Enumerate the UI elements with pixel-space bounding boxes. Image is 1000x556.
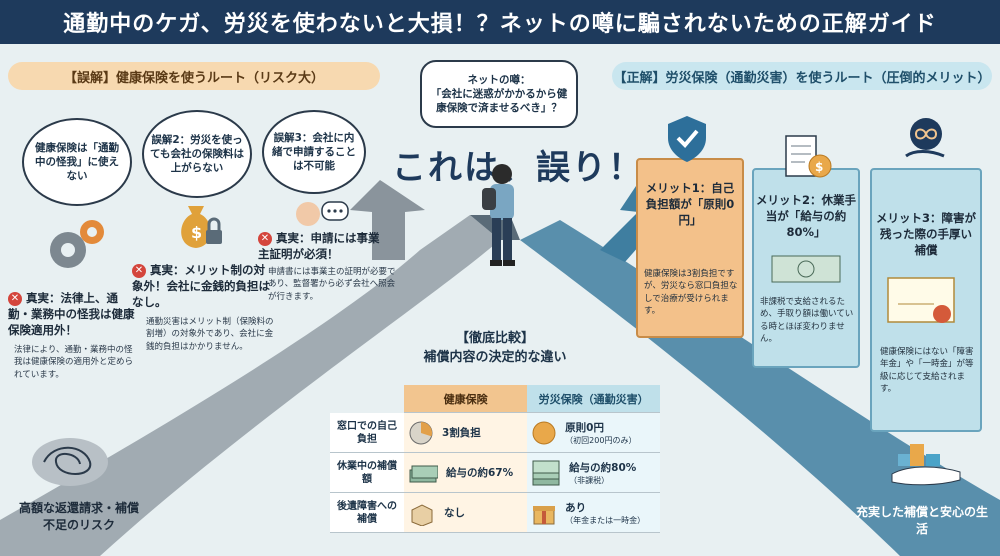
document-coin-icon: $ [785, 135, 832, 178]
page-title: 通勤中のケガ、労災を使わないと大損！？ネットの噂に騙されないための正解ガイド [0, 0, 1000, 44]
wrong-route-label: 【誤解】健康保険を使うルート（リスク大） [8, 62, 380, 90]
comparison-table: 健康保険 労災保険（通勤災害） 窓口での自己負担 3割負担 原則0円（初回200… [330, 385, 660, 533]
row-label: 後遺障害への補償 [330, 493, 404, 533]
row-label: 休業中の補償額 [330, 453, 404, 493]
merit-2-title: メリット2：休業手当が「給与の約80%」 [756, 193, 857, 240]
rumor-body: 「会社に迷惑がかかるから健康保険で済ませるべき」？ [430, 87, 568, 115]
truth-1: ✕真実：法律上、通勤・業務中の怪我は健康保険適用外！ [8, 290, 136, 338]
rumor-bubble: ネットの噂： 「会社に迷惑がかかるから健康保険で済ませるべき」？ [420, 60, 578, 128]
myth-bubble-2: 誤解2：労災を使っても会社の保険料は上がらない [142, 110, 252, 198]
right-result-label: 充実した補償と安心の生活 [855, 505, 988, 536]
truth-3-title: 真実：申請には事業主証明が必須！ [258, 231, 380, 262]
merit-1-title: メリット1：自己負担額が「原則0円」 [645, 181, 735, 228]
left-road-arrow [350, 180, 425, 260]
gear-icon [50, 220, 104, 268]
truth-3: ✕真実：申請には事業主証明が必須！ [258, 230, 388, 262]
truth-2: ✕真実：メリット制の対象外！会社に金銭的負担はなし。 [132, 262, 272, 310]
myth-bubble-3: 誤解3：会社に内緒で申請することは不可能 [262, 110, 366, 194]
merit-pillar-1 [636, 158, 744, 338]
truth-2-detail: 通勤災害はメリット制（保険料の割増）の対象外であり、会社に金銭的負担はかかりませ… [146, 317, 274, 352]
tangle-cloud-icon [32, 438, 108, 486]
comparison-heading: 【徹底比較】 補償内容の決定的な違い [400, 330, 590, 368]
cash-stack-icon [409, 465, 438, 482]
whisper-icon [296, 201, 349, 226]
correct-route-label: 【正解】労災保険（通勤災害）を使うルート（圧倒的メリット） [612, 62, 992, 90]
merit-1-detail: 健康保険は3割負担ですが、労災なら窓口負担なしで治療が受けられます。 [644, 269, 738, 316]
money-bag-lock-icon: $ [181, 206, 222, 248]
svg-text:$: $ [191, 223, 202, 242]
table-row: 休業中の補償額 給与の約67% 給与の約80%（非課税） [330, 453, 660, 493]
svg-text:$: $ [815, 160, 823, 174]
row-label: 窓口での自己負担 [330, 413, 404, 453]
left-risk-label: 高額な返還請求・補償不足のリスク [18, 501, 139, 532]
truth-3-detail: 申請書には事業主の証明が必要であり、監督署から必ず会社へ照会が行きます。 [268, 267, 396, 302]
comparison-heading-2: 補償内容の決定的な違い [423, 349, 567, 365]
big-text: これは、誤り！ [392, 148, 644, 188]
merit-3-detail: 健康保険にはない「障害年金」や「一時金」が等級に応じて支給されます。 [880, 347, 974, 394]
certificate-icon [887, 277, 955, 323]
cash-stack-large-icon [532, 460, 560, 485]
banknote-icon [771, 255, 841, 283]
empty-box-icon [411, 503, 433, 526]
rumor-head: ネットの噂： [467, 73, 531, 86]
table-row: 後遺障害への補償 なし あり（年金または一時金） [330, 493, 660, 533]
x-mark-icon: ✕ [8, 291, 22, 306]
myth-bubble-1: 健康保険は「通勤中の怪我」に使えない [22, 118, 132, 206]
commuter-figure [482, 164, 515, 266]
col-health: 健康保険 [404, 385, 528, 413]
hand-blocks-icon [891, 444, 961, 486]
merit-2-detail: 非課税で支給されるため、手取り額は働いている時とほぼ変わりません。 [760, 297, 854, 344]
truth-2-title: 真実：メリット制の対象外！会社に金銭的負担はなし。 [132, 263, 270, 310]
right-road-arrow [600, 180, 670, 262]
hand-infinity-icon [905, 118, 945, 158]
coin-icon [532, 421, 556, 444]
x-mark-icon: ✕ [258, 231, 272, 246]
col-rousai: 労災保険（通勤災害） [527, 385, 660, 413]
comparison-heading-1: 【徹底比較】 [455, 331, 534, 346]
table-row: 窓口での自己負担 3割負担 原則0円（初回200円のみ） [330, 413, 660, 453]
truth-1-title: 真実：法律上、通勤・業務中の怪我は健康保険適用外！ [8, 291, 135, 338]
gift-icon [533, 505, 556, 524]
shield-check-icon [668, 116, 706, 162]
left-road [0, 215, 500, 556]
x-mark-icon: ✕ [132, 263, 146, 278]
pie-icon [409, 421, 433, 444]
merit-3-title: メリット3：障害が残った際の手厚い補償 [876, 211, 977, 258]
truth-1-detail: 法律により、通勤・業務中の怪我は健康保険の適用外と定められています。 [14, 345, 134, 380]
